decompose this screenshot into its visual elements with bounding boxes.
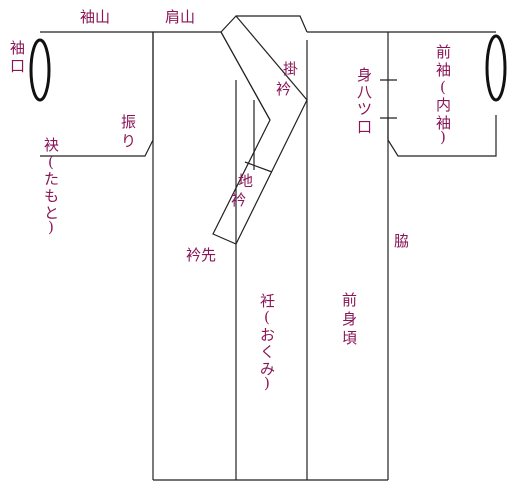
label-eri-saki: 衿先 (186, 246, 216, 264)
left-sleeve-cuff (29, 38, 51, 102)
svg-text:と: と (44, 204, 59, 222)
collar-band (212, 15, 308, 245)
back-neck (236, 15, 308, 33)
svg-text:八: 八 (357, 83, 372, 101)
label-mi-yatsuguchi: 身 八 ツ 口 (357, 66, 372, 136)
label-mae-migoro: 前 身 頃 (342, 291, 357, 347)
svg-text:袖: 袖 (436, 61, 451, 79)
label-tamoto: 袂 ( た も と ) (44, 136, 59, 236)
label-kata-yama: 肩山 (165, 8, 195, 26)
svg-text:掛: 掛 (283, 60, 298, 78)
svg-text:袖: 袖 (10, 39, 25, 57)
svg-text:衿: 衿 (276, 80, 291, 98)
svg-text:(: ( (264, 308, 270, 326)
svg-text:た: た (44, 170, 59, 188)
svg-text:): ) (440, 128, 446, 146)
svg-text:地: 地 (238, 172, 253, 190)
kimono-outline (29, 15, 507, 481)
svg-text:く: く (260, 343, 275, 361)
svg-text:前: 前 (436, 43, 451, 61)
svg-text:り: り (121, 132, 136, 150)
svg-text:): ) (48, 218, 54, 236)
label-sode-yama: 袖山 (80, 8, 110, 26)
label-waki: 脇 (394, 232, 409, 250)
label-kake-eri: 掛 衿 (276, 60, 298, 98)
label-mae-sode: 前 袖 ( 内 袖 ) (436, 43, 451, 146)
collar-divider (244, 161, 273, 173)
svg-text:衽: 衽 (260, 292, 275, 310)
svg-text:内: 内 (436, 96, 451, 114)
label-okumi: 衽 ( お く み ) (260, 292, 275, 392)
svg-text:(: ( (440, 78, 446, 96)
right-sleeve-cuff (485, 34, 507, 102)
svg-text:口: 口 (10, 57, 25, 75)
svg-text:衿: 衿 (231, 191, 246, 209)
svg-text:(: ( (48, 153, 54, 171)
svg-text:も: も (44, 187, 59, 205)
svg-text:袖: 袖 (436, 114, 451, 132)
svg-text:ツ: ツ (357, 100, 372, 118)
svg-text:振: 振 (121, 113, 136, 131)
svg-text:身: 身 (357, 66, 372, 84)
label-sode-guchi: 袖 口 (10, 39, 25, 75)
svg-text:口: 口 (357, 118, 372, 136)
label-furi: 振 り (121, 113, 136, 150)
svg-text:み: み (260, 360, 275, 378)
svg-text:袂: 袂 (44, 136, 59, 154)
svg-text:頃: 頃 (342, 329, 357, 347)
svg-text:身: 身 (342, 310, 357, 328)
svg-text:): ) (264, 374, 270, 392)
right-sleeve (387, 31, 497, 157)
svg-text:お: お (260, 326, 275, 344)
label-ji-eri: 地 衿 (231, 172, 253, 209)
svg-text:前: 前 (342, 291, 357, 309)
